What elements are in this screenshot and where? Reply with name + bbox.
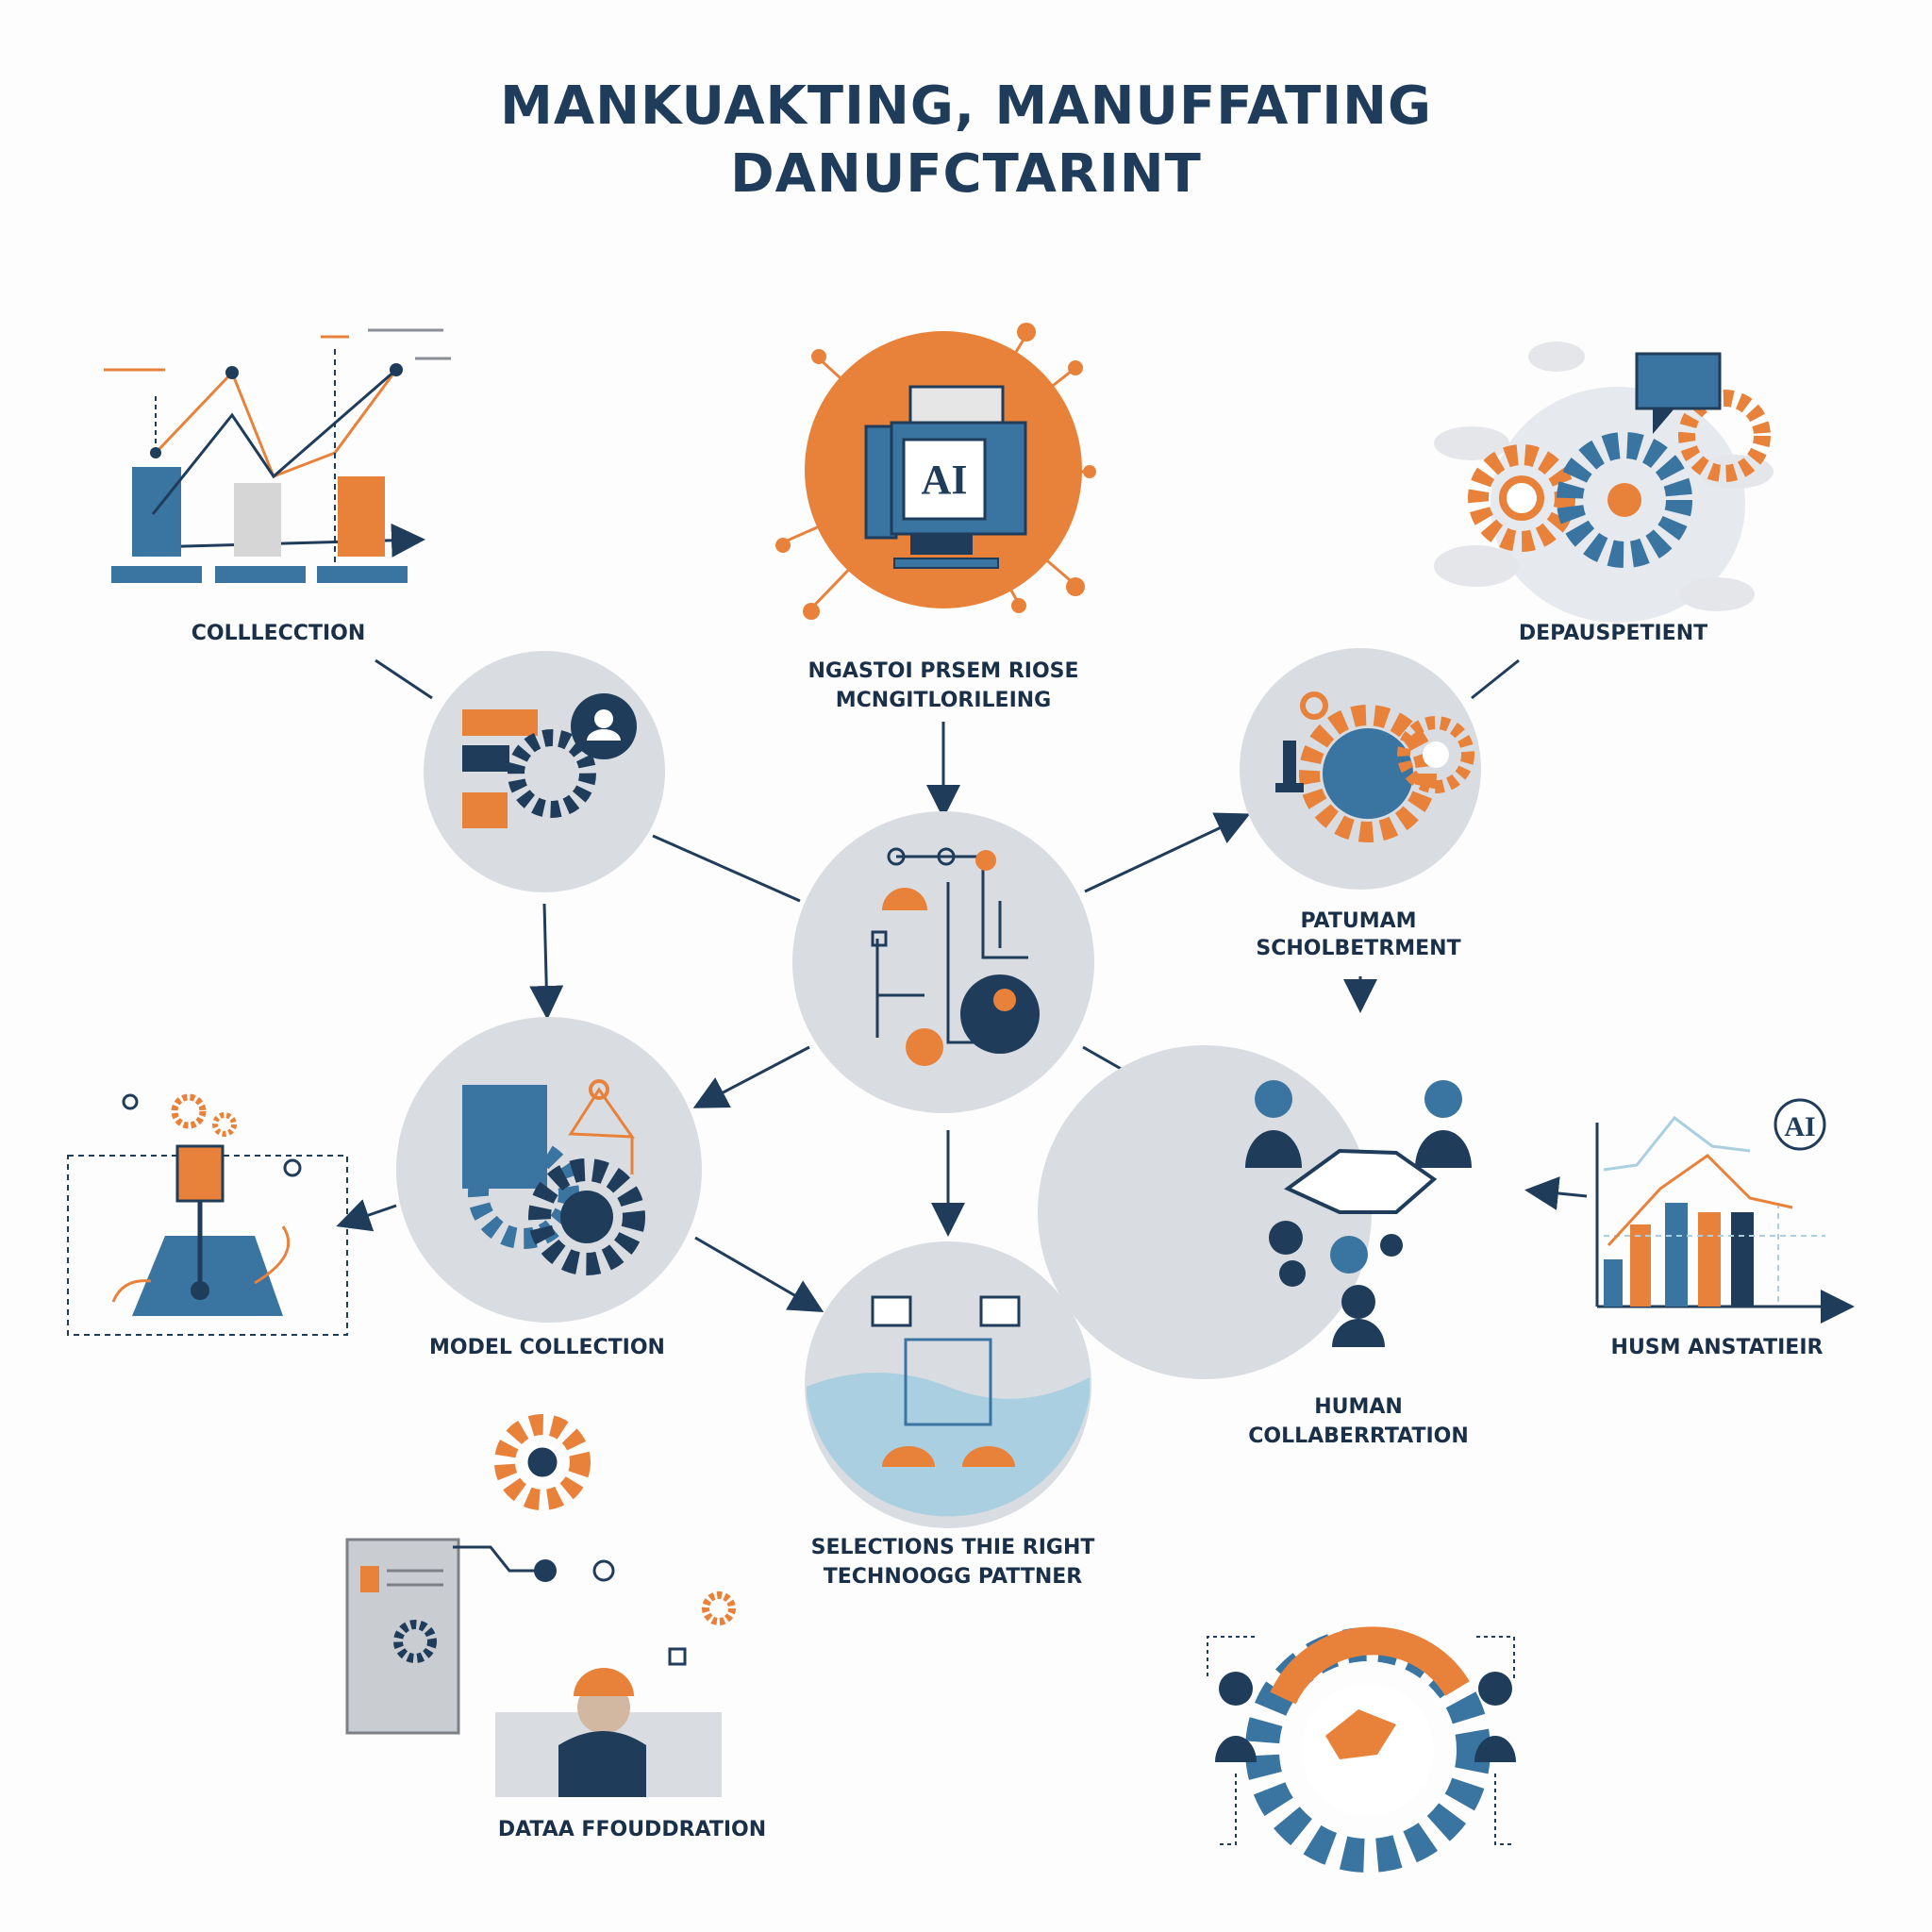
label-top-center-line-1: NGASTOI PRSEM RIOSE <box>808 659 1079 683</box>
arrow-model-to-selecting <box>694 1236 824 1313</box>
label-husm: HUSM ANSTATIEIR <box>1610 1336 1824 1359</box>
label-top-center-line-2: MCNGITLORILEING <box>835 689 1052 712</box>
label-selecting-line-2: TECHNOOGG PATTNER <box>823 1565 1083 1589</box>
node-center-process <box>792 811 1094 1113</box>
node-selecting <box>805 1241 1091 1528</box>
data-foundation-illustration <box>345 1414 736 1797</box>
title-line-2: DANUFCTARINT <box>730 143 1202 205</box>
node-collection <box>424 651 665 892</box>
label-selecting-line-1: SELECTIONS THIE RIGHT <box>810 1536 1095 1559</box>
label-model-collection: MODEL COLLECTION <box>429 1336 665 1359</box>
label-collection: COLLLECCTION <box>191 622 366 645</box>
arrow-left-down <box>529 903 564 1020</box>
partnership-gear-illustration <box>1207 1626 1516 1873</box>
label-department: DEPAUSPETIENT <box>1518 622 1708 645</box>
arrow-model-to-robot <box>336 1199 397 1232</box>
department-gears-illustration <box>1434 341 1774 623</box>
collection-chart-illustration <box>104 328 451 583</box>
arrow-center-to-right <box>1084 812 1251 893</box>
connector-collection <box>375 658 433 700</box>
node-model-collection <box>396 1017 702 1323</box>
label-human-line-1: HUMAN <box>1314 1395 1403 1419</box>
label-data-foundation: DATAA FFOUDDRATION <box>497 1818 767 1841</box>
chart-ai-badge-text: AI <box>1784 1111 1815 1142</box>
arrow-chart-to-human <box>1524 1176 1588 1210</box>
label-human-line-2: COLLABERRTATION <box>1248 1424 1469 1448</box>
label-patuman-line-2: SCHOLBETRMENT <box>1256 937 1461 960</box>
node-patuman <box>1240 648 1481 890</box>
ai-hub-illustration <box>775 323 1096 620</box>
arrow-center-to-model <box>692 1045 810 1108</box>
connector-left-to-center <box>652 834 801 903</box>
label-patuman-line-1: PATUMAM <box>1300 909 1417 933</box>
node-human-collaboration <box>1038 1045 1472 1379</box>
ai-badge-text: AI <box>922 457 968 503</box>
husm-chart-illustration <box>1595 1098 1855 1324</box>
robot-arm-illustration <box>67 1093 348 1336</box>
title-line-1: MANKUAKTING, MANUFFATING <box>500 75 1432 137</box>
connector-department <box>1471 658 1520 700</box>
